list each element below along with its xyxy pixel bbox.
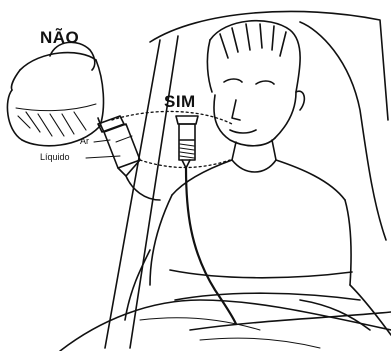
patient-body — [125, 160, 391, 335]
label-wrong: NÃO — [40, 28, 79, 48]
leader-liquid — [86, 156, 120, 158]
label-liquid: Líquido — [40, 152, 70, 162]
label-right: SIM — [164, 92, 196, 112]
label-air: Ar — [80, 136, 89, 146]
incorrect-syringe — [98, 116, 160, 200]
correct-syringe — [176, 116, 198, 168]
bed-outline — [105, 11, 391, 348]
patient-head — [207, 21, 304, 160]
pitcher — [7, 42, 104, 145]
